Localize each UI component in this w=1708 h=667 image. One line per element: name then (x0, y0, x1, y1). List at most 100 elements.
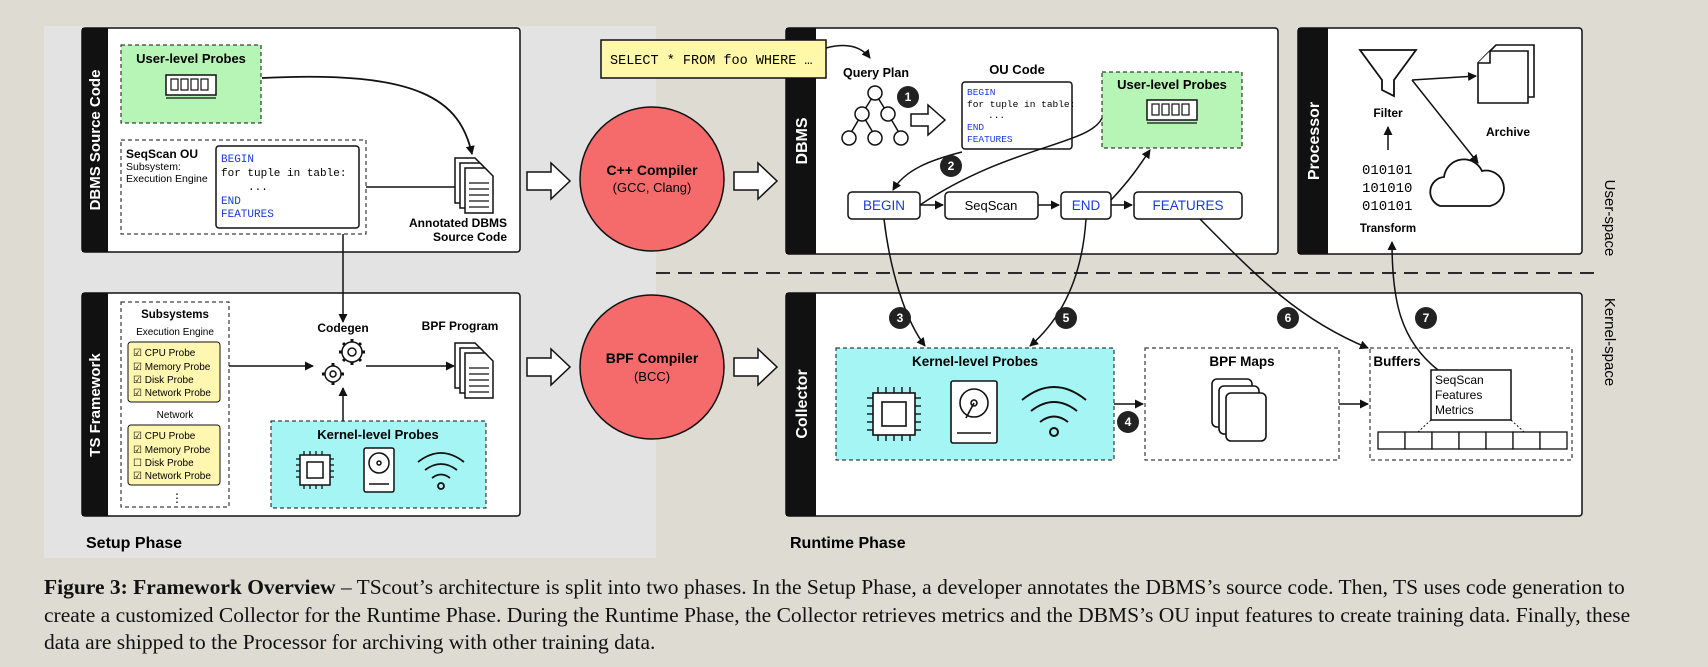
annotated-source-label-1: Annotated DBMS (409, 216, 507, 230)
cloud-icon (1429, 158, 1505, 207)
dbms-panel: DBMS SELECT * FROM foo WHERE … Query Pla… (600, 27, 1279, 255)
hard-disk-icon (363, 447, 395, 493)
user-level-probes-title: User-level Probes (136, 51, 246, 66)
setup-phase-label: Setup Phase (86, 535, 182, 552)
figure-caption: Figure 3: Framework Overview – TScout’s … (44, 574, 1664, 657)
dbms-source-code-panel: DBMS Source Code User-level Probes SeqSc… (81, 27, 521, 253)
ts-framework-panel: TS Framework Subsystems Execution Engine… (81, 292, 521, 517)
binary-line-1: 010101 (1362, 163, 1412, 179)
collector-hard-disk-icon (950, 380, 998, 444)
dbms-source-code-title: DBMS Source Code (87, 70, 104, 211)
buffer-card-metrics: Metrics (1435, 403, 1474, 417)
bpf-compiler-circle (579, 294, 725, 440)
ou-code-begin: BEGIN (967, 87, 996, 98)
setup-code-loop: for tuple in table: (221, 168, 346, 180)
step-5-badge (1055, 307, 1077, 329)
ee-cpu-probe[interactable]: ☑ CPU Probe (133, 348, 196, 359)
step-4-label: 4 (1125, 415, 1132, 429)
group-execution-engine-title: Execution Engine (136, 327, 214, 338)
ou-code-end: END (967, 122, 984, 133)
collector-wifi-icon (1021, 386, 1087, 437)
bpf-compiler-title: BPF Compiler (606, 350, 699, 366)
filter-label: Filter (1373, 106, 1403, 120)
buffers-title: Buffers (1373, 354, 1420, 369)
runtime-ram-chip-icon (1146, 99, 1198, 124)
collector-cpu-chip-icon (867, 387, 921, 441)
annotated-source-label-2: Source Code (433, 230, 507, 244)
group-network-title: Network (157, 410, 195, 421)
ee-disk-probe[interactable]: ☑ Disk Probe (133, 375, 194, 386)
ou-code-title: OU Code (989, 62, 1045, 77)
pipeline-features-label: FEATURES (1152, 198, 1223, 213)
ou-code-box (961, 81, 1073, 150)
collector-title: Collector (794, 369, 811, 438)
step-1-badge (897, 86, 919, 108)
processor-panel: Processor Filter Archive 010101 101010 0… (1297, 27, 1583, 255)
net-network-probe[interactable]: ☑ Network Probe (133, 471, 211, 482)
ts-framework-title: TS Framework (87, 353, 104, 457)
buffer-record-card (1430, 369, 1512, 421)
gear-small-icon (322, 363, 344, 385)
archive-label: Archive (1486, 125, 1530, 139)
ou-code-ellipsis: ... (988, 110, 1005, 121)
step-7-badge (1415, 307, 1437, 329)
setup-code-begin: BEGIN (221, 154, 254, 166)
codegen-label: Codegen (317, 321, 368, 335)
step-6-badge (1277, 307, 1299, 329)
step-5-label: 5 (1063, 311, 1070, 325)
ee-network-probe[interactable]: ☑ Network Probe (133, 388, 211, 399)
caption-label: Figure 3: Framework Overview (44, 575, 336, 599)
bpf-program-label: BPF Program (422, 319, 499, 333)
setup-code-box (215, 145, 360, 229)
runtime-phase-label: Runtime Phase (790, 535, 906, 552)
setup-code-features: FEATURES (221, 209, 274, 221)
step-3-label: 3 (897, 311, 904, 325)
setup-kernel-probes-title: Kernel-level Probes (317, 427, 438, 442)
ring-buffer (1377, 431, 1568, 450)
bpf-maps-stack-icon (1211, 378, 1267, 442)
kernel-space-label: Kernel-space (1601, 298, 1618, 386)
pipeline-seqscan-label: SeqScan (965, 198, 1018, 213)
sql-query-box (600, 39, 827, 79)
bpf-maps-title: BPF Maps (1209, 354, 1274, 369)
step-4-badge (1117, 411, 1139, 433)
ou-code-features: FEATURES (967, 134, 1013, 145)
cpp-compiler-subtitle: (GCC, Clang) (613, 180, 692, 195)
gear-icon (339, 339, 365, 365)
binary-line-3: 010101 (1362, 199, 1412, 215)
step-1-label: 1 (905, 90, 912, 104)
net-disk-probe[interactable]: ☐ Disk Probe (133, 458, 194, 469)
cpp-compiler-title: C++ Compiler (606, 162, 698, 178)
more-subsystems-dots: ⋮ (171, 491, 183, 505)
user-space-label: User-space (1601, 180, 1618, 257)
pipeline-end-label: END (1072, 198, 1101, 213)
block-arrows (526, 161, 779, 387)
step-6-label: 6 (1285, 311, 1292, 325)
bpf-program-document-icon (454, 342, 494, 399)
plan-to-code-arrow (910, 103, 947, 137)
filter-icon (1358, 49, 1418, 98)
subsystems-title: Subsystems (141, 309, 209, 321)
cpu-chip-icon (296, 451, 334, 489)
ram-chip-icon (165, 74, 217, 99)
caption-text: – TScout’s architecture is split into tw… (44, 575, 1631, 654)
step-2-badge (940, 155, 962, 177)
pipeline-begin-label: BEGIN (863, 198, 905, 213)
step-3-badge (889, 307, 911, 329)
net-memory-probe[interactable]: ☑ Memory Probe (133, 445, 211, 456)
bpf-compiler-subtitle: (BCC) (634, 369, 670, 384)
step-2-label: 2 (948, 159, 955, 173)
setup-code-end: END (221, 196, 241, 208)
pipeline-features (1133, 191, 1243, 220)
seqscan-subsystem-value: Execution Engine (126, 173, 208, 185)
buffer-card-seqscan: SeqScan (1435, 373, 1484, 387)
network-checklist (127, 424, 221, 486)
step-7-label: 7 (1423, 311, 1430, 325)
execution-engine-checklist (127, 341, 221, 403)
seqscan-subsystem-label: Subsystem: (126, 161, 181, 173)
binary-line-2: 101010 (1362, 181, 1412, 197)
processor-title: Processor (1306, 102, 1323, 180)
ee-memory-probe[interactable]: ☑ Memory Probe (133, 362, 211, 373)
wifi-icon (417, 452, 465, 490)
net-cpu-probe[interactable]: ☑ CPU Probe (133, 431, 196, 442)
